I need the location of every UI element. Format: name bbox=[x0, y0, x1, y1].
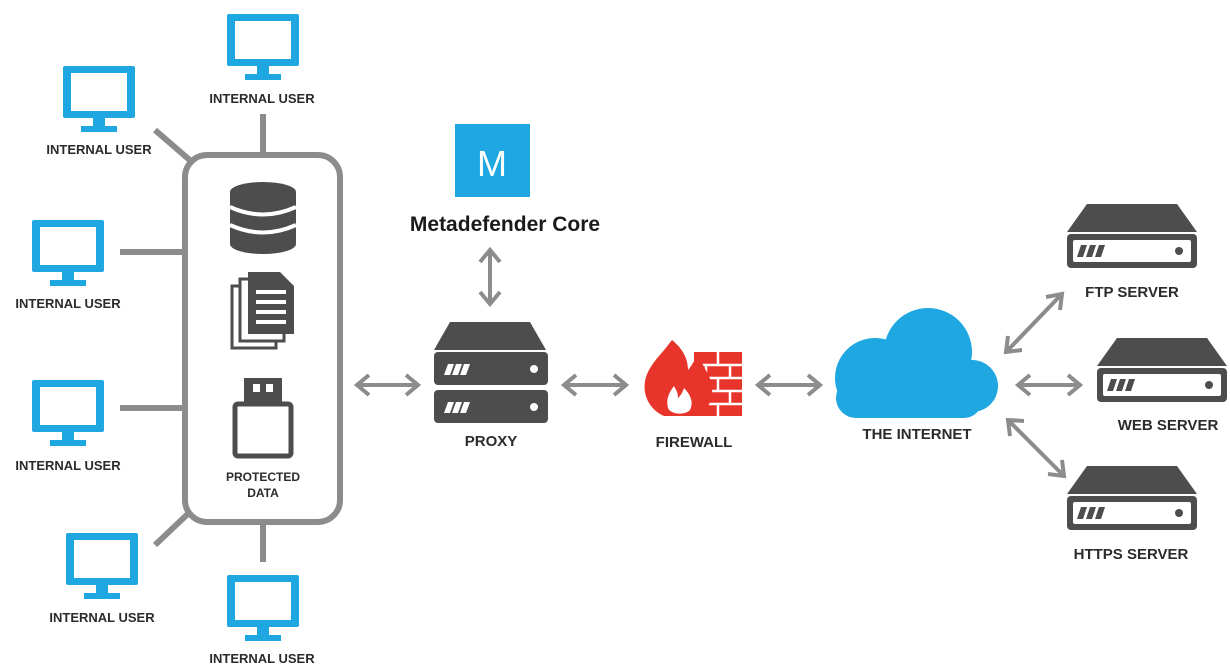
monitor-icon bbox=[63, 66, 135, 132]
internal-user-label: INTERNAL USER bbox=[49, 610, 155, 625]
internet-label: THE INTERNET bbox=[862, 426, 971, 443]
usb-drive-icon bbox=[232, 378, 294, 459]
internal-user-2: INTERNAL USER bbox=[46, 66, 152, 157]
internal-user-3: INTERNAL USER bbox=[15, 220, 121, 311]
monitor-icon bbox=[227, 575, 299, 641]
protected-data-label: PROTECTED bbox=[226, 470, 300, 484]
proxy-label: PROXY bbox=[465, 433, 518, 450]
protected-data-label-2: DATA bbox=[247, 486, 279, 500]
server-icon bbox=[1097, 338, 1227, 402]
internal-user-label: INTERNAL USER bbox=[15, 296, 121, 311]
server-icon bbox=[1067, 466, 1197, 530]
web-server-label: WEB SERVER bbox=[1118, 417, 1219, 434]
server-icon bbox=[434, 322, 548, 423]
web-server: WEB SERVER bbox=[1097, 338, 1227, 434]
metadefender-core: M Metadefender Core bbox=[410, 124, 600, 236]
bidirectional-arrows bbox=[353, 246, 1084, 479]
user-connectors bbox=[120, 114, 266, 562]
monitor-icon bbox=[66, 533, 138, 599]
ftp-server-label: FTP SERVER bbox=[1085, 284, 1179, 301]
documents-icon bbox=[230, 272, 294, 350]
internal-user-5: INTERNAL USER bbox=[49, 533, 155, 625]
firewall-icon bbox=[644, 340, 742, 416]
metadefender-core-label: Metadefender Core bbox=[410, 213, 600, 236]
proxy: PROXY bbox=[434, 322, 548, 450]
internal-user-label: INTERNAL USER bbox=[209, 651, 315, 666]
metadefender-logo-letter: M bbox=[477, 143, 507, 184]
firewall-label: FIREWALL bbox=[656, 434, 733, 451]
internal-user-label: INTERNAL USER bbox=[15, 458, 121, 473]
internal-user-6: INTERNAL USER bbox=[209, 575, 315, 666]
metadefender-logo-icon bbox=[455, 124, 530, 197]
internal-user-label: INTERNAL USER bbox=[46, 142, 152, 157]
monitor-icon bbox=[32, 220, 104, 286]
https-server-label: HTTPS SERVER bbox=[1074, 546, 1189, 563]
database-icon bbox=[229, 182, 297, 254]
internal-user-4: INTERNAL USER bbox=[15, 380, 121, 473]
server-icon bbox=[1067, 204, 1197, 268]
monitor-icon bbox=[227, 14, 299, 80]
firewall: FIREWALL bbox=[644, 340, 742, 451]
cloud-icon bbox=[835, 308, 998, 418]
https-server: HTTPS SERVER bbox=[1067, 466, 1197, 563]
internal-user-1: INTERNAL USER bbox=[209, 14, 315, 106]
ftp-server: FTP SERVER bbox=[1067, 204, 1197, 301]
the-internet: THE INTERNET bbox=[835, 308, 998, 443]
internal-user-label: INTERNAL USER bbox=[209, 91, 315, 106]
monitor-icon bbox=[32, 380, 104, 446]
